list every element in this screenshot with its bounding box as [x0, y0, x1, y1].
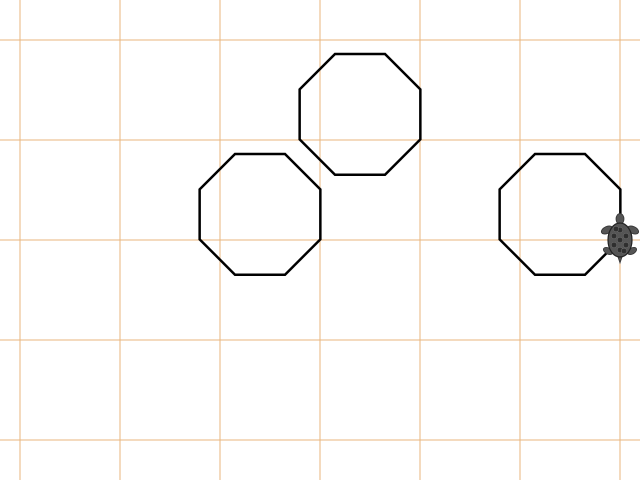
- turtle-icon: [600, 213, 640, 265]
- turtle-tail: [617, 256, 623, 265]
- turtle-shell-spot: [622, 232, 630, 240]
- drawn-shapes: [198, 52, 622, 276]
- turtle-shell-spot: [610, 241, 618, 249]
- turtle-shell-spot: [616, 236, 624, 244]
- octagon-right: [498, 152, 622, 276]
- turtle-shell-spot: [612, 225, 620, 233]
- turtle-shell-spot: [620, 247, 628, 255]
- turtle-shell-spot: [610, 232, 618, 240]
- octagon-top-center: [298, 52, 422, 176]
- octagon-left: [198, 152, 322, 276]
- turtle-icon: [600, 213, 640, 265]
- turtle-shell-spot: [622, 241, 630, 249]
